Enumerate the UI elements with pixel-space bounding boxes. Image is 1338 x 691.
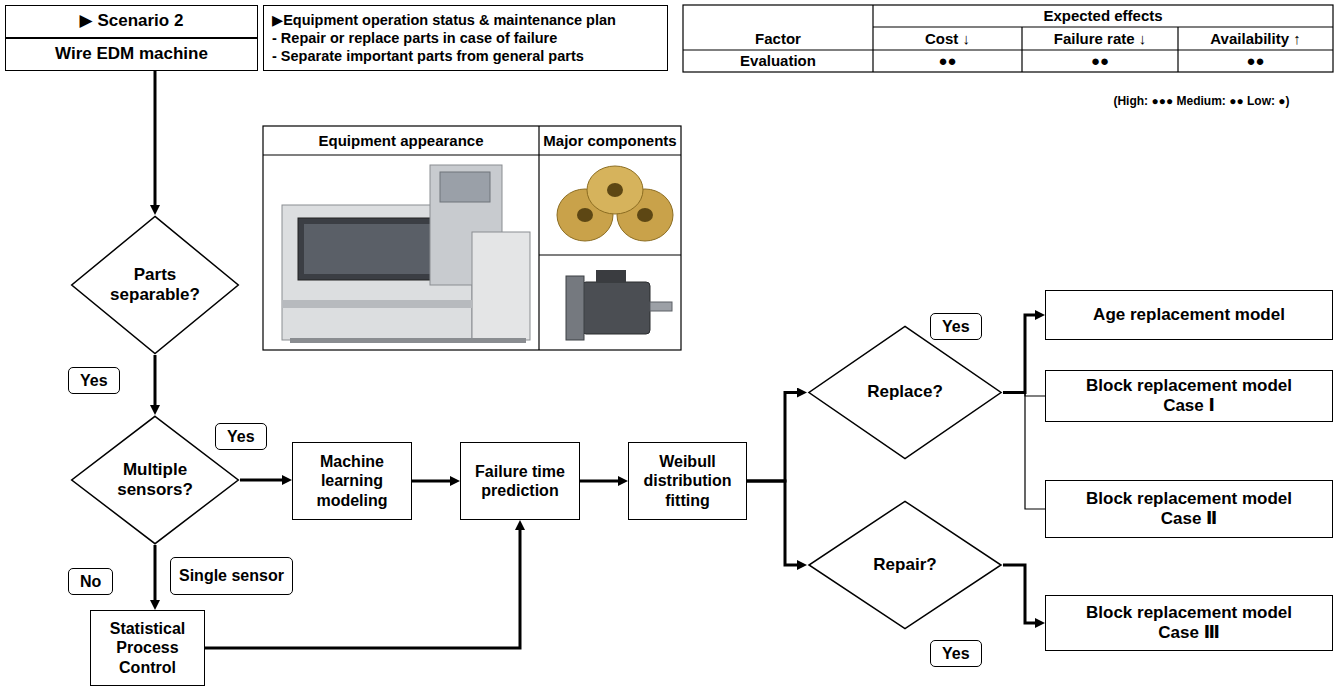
node-text: Replace?: [867, 382, 943, 402]
effects-table-lines: [683, 5, 1333, 72]
text-group: Replace?: [867, 382, 943, 402]
model-box: Block replacement model Case Ⅱ: [1045, 480, 1333, 538]
branch-label: Yes: [930, 640, 982, 667]
flow-arrow: [1003, 393, 1045, 510]
label-text: Yes: [942, 645, 970, 662]
table-header: Major components: [539, 126, 681, 155]
process-box: Statistical Process Control: [90, 610, 205, 686]
label-text: Failure rate ↓: [1054, 30, 1147, 47]
table-header: Equipment appearance: [263, 126, 539, 155]
text-group: Wire EDM machine: [55, 44, 208, 64]
node-text: Age replacement model: [1093, 305, 1285, 325]
flow-arrow: [1003, 315, 1037, 393]
text-group: ▶Equipment operation status & maintenanc…: [264, 11, 624, 65]
node-text: Wire EDM machine: [55, 44, 208, 64]
label-text: Yes: [80, 372, 108, 389]
label-text: Single sensor: [179, 567, 284, 585]
flow-arrow: [747, 393, 799, 482]
flow-arrow: [412, 480, 452, 483]
node-text: Parts separable?: [105, 265, 205, 306]
rating-note: (High: ●●● Medium: ●● Low: ●): [1070, 92, 1333, 112]
rating-dots: ●●: [1178, 50, 1333, 72]
table-cell: Factor: [683, 27, 873, 50]
node-text: - Repair or replace parts in case of fai…: [272, 29, 616, 47]
label-text: Availability ↑: [1210, 30, 1300, 47]
table-header: Expected effects: [873, 5, 1333, 27]
branch-label: Yes: [68, 367, 120, 394]
text-group: Multiple sensors?: [105, 460, 205, 501]
servo-motor-picture: [566, 270, 672, 340]
text-group: Machine learning modeling: [299, 452, 405, 510]
text-group: Block replacement model Case Ⅱ: [1074, 489, 1304, 530]
table-cell: Cost ↓: [873, 27, 1022, 50]
flow-arrow: [154, 71, 157, 207]
decision-diamond: Parts separable?: [70, 215, 240, 355]
text-group: Failure time prediction: [467, 462, 573, 500]
node-text: Weibull distribution fitting: [635, 452, 740, 510]
label-text: Cost ↓: [925, 30, 970, 47]
text-group: Age replacement model: [1093, 305, 1285, 325]
table-cell: Evaluation: [683, 50, 873, 72]
flow-arrow: [1003, 565, 1037, 623]
node-text: Failure time prediction: [467, 462, 573, 500]
label-text: Yes: [942, 318, 970, 335]
model-box: Age replacement model: [1045, 290, 1333, 340]
node-text: Block replacement model Case Ⅱ: [1074, 489, 1304, 530]
flow-arrow: [154, 545, 157, 602]
flow-arrow: [154, 355, 157, 407]
label-text: Evaluation: [740, 52, 816, 69]
model-box: Block replacement model Case Ⅰ: [1045, 370, 1333, 422]
branch-tag: Single sensor: [170, 557, 293, 595]
text-group: Statistical Process Control: [97, 619, 198, 677]
description-box: ▶Equipment operation status & maintenanc…: [263, 5, 668, 71]
text-group: ▶ Scenario 2: [80, 11, 184, 31]
title-cell: Wire EDM machine: [5, 38, 258, 71]
node-text: - Separate important parts from general …: [272, 47, 616, 65]
rating-dots: ●●: [1022, 50, 1178, 72]
table-cell: Failure rate ↓: [1022, 27, 1178, 50]
label-text: ●●: [938, 52, 956, 69]
node-text: ▶ Scenario 2: [80, 11, 184, 31]
node-text: Repair?: [873, 555, 936, 575]
decision-diamond: Repair?: [807, 500, 1003, 630]
node-text: Machine learning modeling: [299, 452, 405, 510]
text-group: Block replacement model Case Ⅲ: [1074, 603, 1304, 644]
edm-machine-picture: [282, 165, 530, 343]
text-group: Weibull distribution fitting: [635, 452, 740, 510]
node-text: ▶Equipment operation status & maintenanc…: [272, 11, 616, 29]
text-group: Repair?: [873, 555, 936, 575]
table-cell: Availability ↑: [1178, 27, 1333, 50]
branch-label: No: [68, 568, 113, 595]
text-group: Parts separable?: [105, 265, 205, 306]
label-text: Equipment appearance: [318, 132, 483, 149]
decision-diamond: Replace?: [807, 325, 1003, 460]
node-text: Statistical Process Control: [97, 619, 198, 677]
label-text: No: [80, 573, 101, 590]
branch-label: Yes: [215, 423, 267, 450]
node-text: Multiple sensors?: [105, 460, 205, 501]
label-text: Factor: [755, 30, 801, 47]
label-text: ●●: [1091, 52, 1109, 69]
label-text: Yes: [227, 428, 255, 445]
process-box: Failure time prediction: [460, 442, 580, 520]
model-box: Block replacement model Case Ⅲ: [1045, 595, 1333, 651]
node-text: Block replacement model Case Ⅲ: [1074, 603, 1304, 644]
title-cell: ▶ Scenario 2: [5, 5, 258, 38]
equipment-table-lines: [263, 126, 681, 350]
flow-arrow: [747, 481, 799, 565]
branch-label: Yes: [930, 313, 982, 340]
wire-spools-picture: [557, 166, 673, 241]
text-group: Block replacement model Case Ⅰ: [1074, 376, 1304, 417]
flow-arrow: [580, 480, 620, 483]
label-text: Expected effects: [1043, 7, 1162, 24]
flow-arrow: [240, 479, 284, 482]
label-text: Major components: [543, 132, 676, 149]
process-box: Machine learning modeling: [292, 442, 412, 520]
rating-dots: ●●: [873, 50, 1022, 72]
process-box: Weibull distribution fitting: [628, 442, 747, 520]
node-text: Block replacement model Case Ⅰ: [1074, 376, 1304, 417]
label-text: ●●: [1246, 52, 1264, 69]
label-text: (High: ●●● Medium: ●● Low: ●): [1113, 95, 1289, 109]
